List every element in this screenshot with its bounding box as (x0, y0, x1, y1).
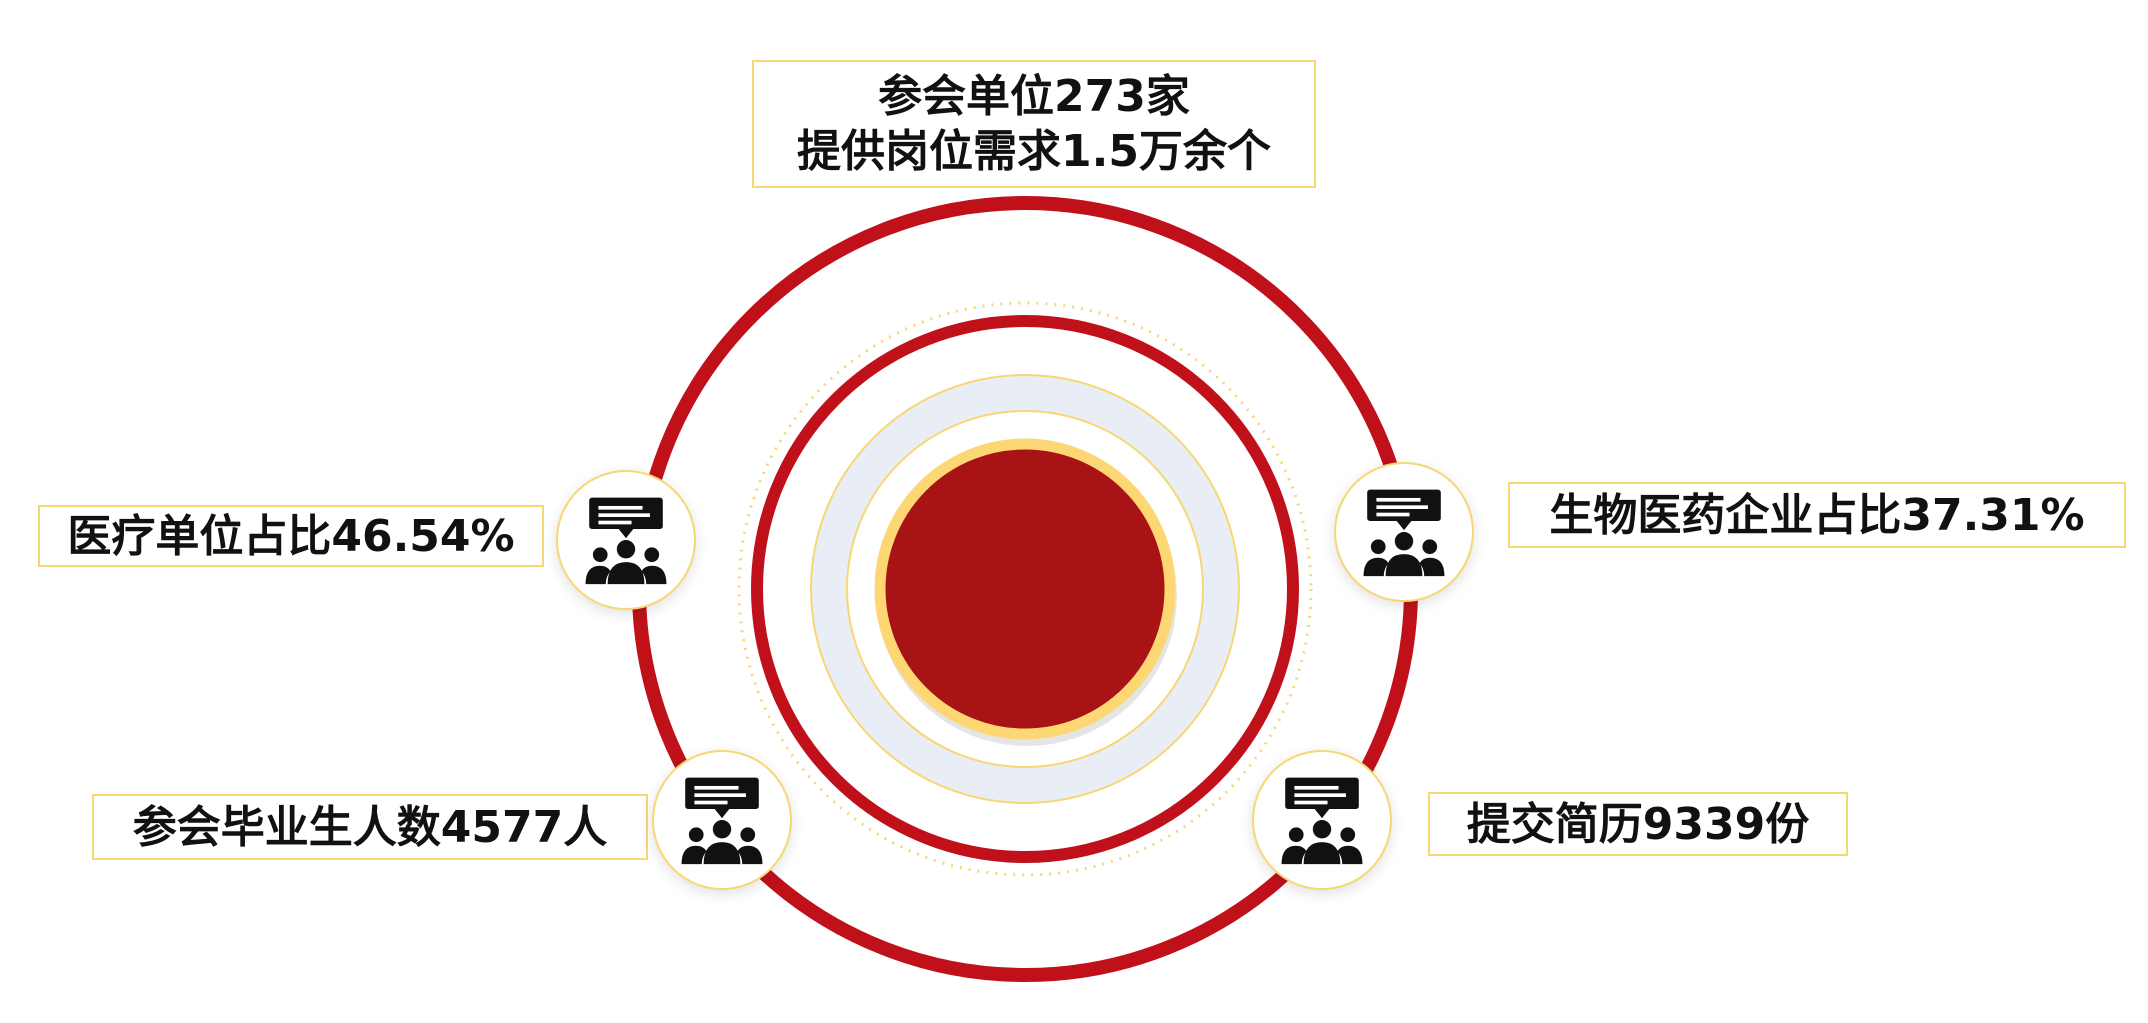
node-graduates-count (652, 750, 792, 890)
core-circle (874, 438, 1176, 740)
people-chat-icon (681, 777, 763, 865)
inner-red-ring (751, 315, 1299, 863)
node-resumes-count (1252, 750, 1392, 890)
label-graduates-count: 参会毕业生人数4577人 (92, 794, 648, 860)
label-resumes-count: 提交简历9339份 (1428, 792, 1848, 856)
dotted-guide-ring (737, 301, 1313, 877)
summary-line-2: 提供岗位需求1.5万余个 (797, 126, 1271, 177)
people-chat-icon (1281, 777, 1363, 865)
center-summary-label: 参会单位273家 提供岗位需求1.5万余个 (752, 60, 1316, 188)
node-biopharma-ratio (1334, 462, 1474, 602)
label-medical-ratio: 医疗单位占比46.54% (38, 505, 544, 567)
summary-line-1: 参会单位273家 (878, 71, 1190, 122)
people-chat-icon (1363, 489, 1445, 577)
people-chat-icon (585, 497, 667, 585)
node-medical-ratio (556, 470, 696, 610)
label-biopharma-ratio: 生物医药企业占比37.31% (1508, 482, 2126, 548)
